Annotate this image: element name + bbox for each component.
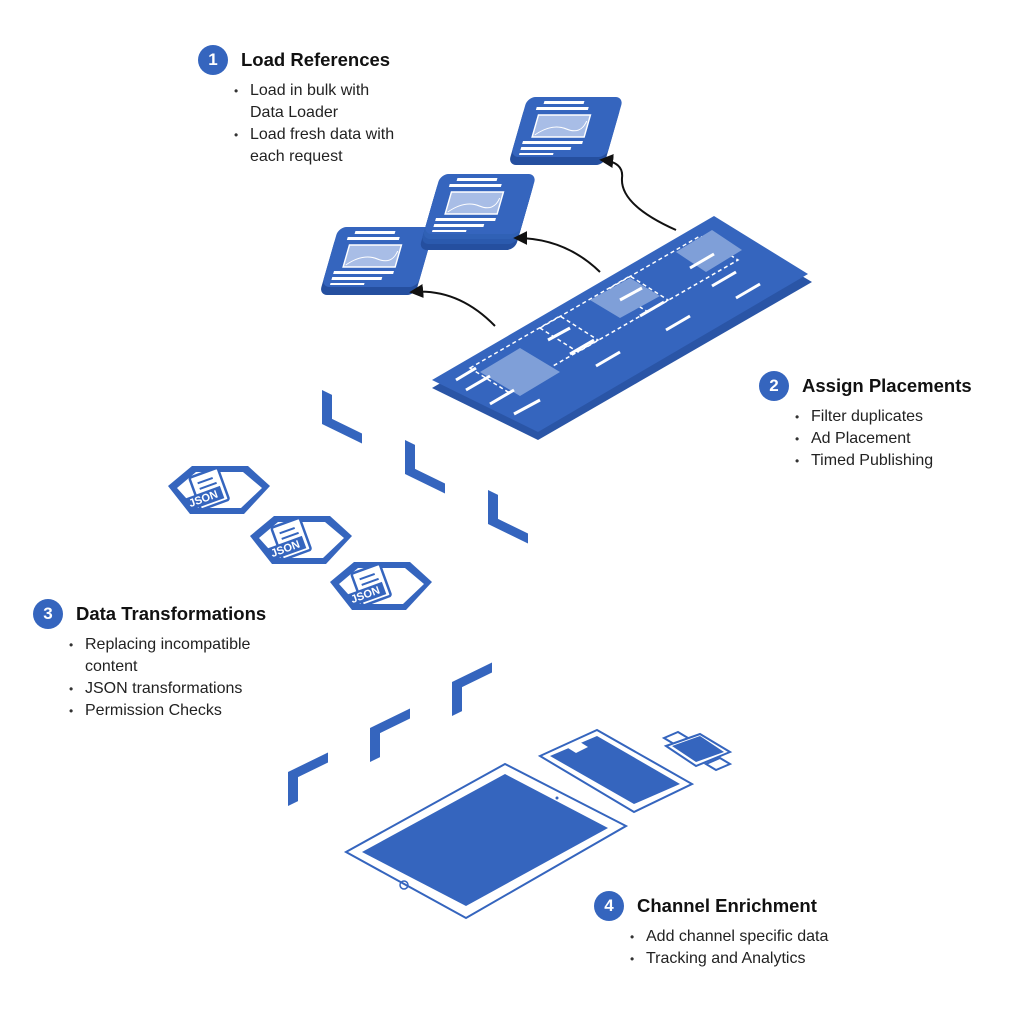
chevron-arrow-icon bbox=[452, 662, 492, 716]
step-number-badge: 4 bbox=[594, 891, 624, 921]
step-bullet: Tracking and Analytics bbox=[629, 948, 929, 970]
step-bullet: JSON transformations bbox=[68, 678, 298, 700]
reference-arrow bbox=[599, 154, 677, 231]
reference-arrow bbox=[409, 284, 496, 327]
json-file-icon: JSON bbox=[328, 560, 434, 612]
step-bullet: Load fresh data with each request bbox=[233, 124, 403, 168]
chevron-arrow-icon bbox=[405, 440, 445, 494]
chevron-arrow-icon bbox=[288, 752, 328, 806]
step-bullet: Replacing incompatible content bbox=[68, 634, 298, 678]
reference-arrow bbox=[513, 231, 601, 273]
reference-card-icon bbox=[320, 226, 436, 295]
step-assign-placements: 2 Assign Placements Filter duplicates Ad… bbox=[759, 371, 994, 472]
tablet-icon bbox=[343, 762, 629, 920]
step-bullet: Add channel specific data bbox=[629, 926, 929, 948]
json-file-icon: JSON bbox=[248, 514, 354, 566]
chevron-arrow-icon bbox=[322, 390, 362, 444]
chevron-arrow-icon bbox=[488, 490, 528, 544]
step-number-badge: 3 bbox=[33, 599, 63, 629]
step-data-transformations: 3 Data Transformations Replacing incompa… bbox=[33, 599, 298, 722]
step-number-badge: 2 bbox=[759, 371, 789, 401]
phone-icon bbox=[537, 728, 695, 814]
watch-icon bbox=[661, 730, 733, 772]
reference-card-icon bbox=[509, 96, 625, 165]
step-channel-enrichment: 4 Channel Enrichment Add channel specifi… bbox=[594, 891, 929, 970]
step-title: Assign Placements bbox=[802, 375, 972, 396]
step-bullet: Permission Checks bbox=[68, 700, 298, 722]
chevron-arrow-icon bbox=[370, 708, 410, 762]
step-bullet: Ad Placement bbox=[794, 428, 994, 450]
json-file-icon: JSON bbox=[166, 464, 272, 516]
publishing-board-icon bbox=[432, 216, 812, 440]
step-title: Data Transformations bbox=[76, 603, 267, 624]
step-load-references: 1 Load References Load in bulk with Data… bbox=[198, 45, 403, 168]
step-number-badge: 1 bbox=[198, 45, 228, 75]
step-title: Channel Enrichment bbox=[637, 895, 817, 916]
reference-card-icon bbox=[420, 173, 538, 250]
step-bullet: Filter duplicates bbox=[794, 406, 994, 428]
step-title: Load References bbox=[241, 49, 391, 70]
step-bullet: Timed Publishing bbox=[794, 450, 994, 472]
step-bullet: Load in bulk with Data Loader bbox=[233, 80, 403, 124]
